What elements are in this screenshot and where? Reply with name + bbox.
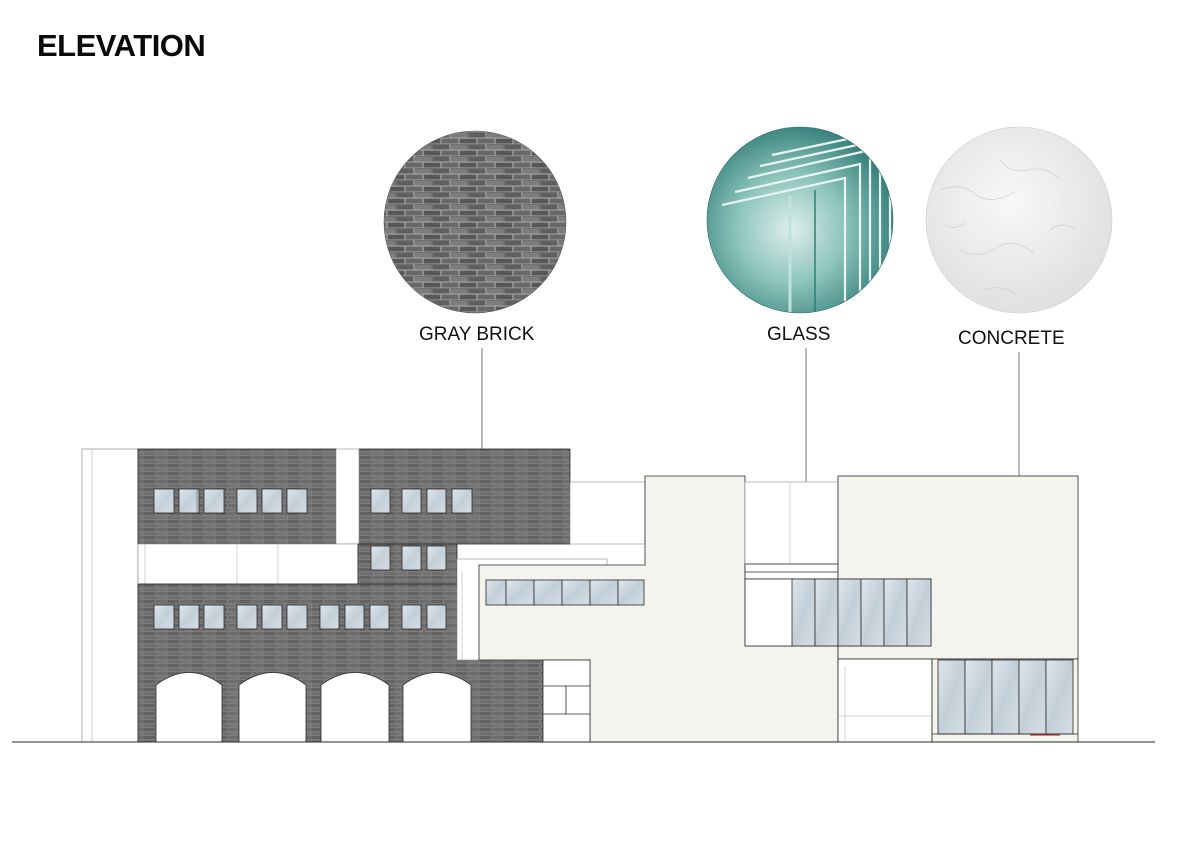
building-elevation	[81, 448, 1079, 743]
arch-2	[238, 672, 307, 743]
curtain-wall-mid	[791, 578, 932, 647]
material-label-glass: GLASS	[767, 324, 831, 345]
arch-1	[155, 672, 223, 743]
arch-3	[320, 672, 390, 743]
windows-core	[370, 545, 447, 571]
windows-row-1	[153, 488, 473, 514]
ribbon-window	[485, 579, 645, 606]
left-volume	[81, 448, 139, 743]
storefront-frame	[542, 659, 591, 743]
brick-swatch	[383, 130, 567, 314]
windows-row-2	[153, 604, 447, 630]
curtain-wall-lower	[937, 659, 1074, 735]
arch-4	[402, 672, 472, 743]
material-label-concrete: CONCRETE	[958, 328, 1065, 349]
arcades	[155, 672, 472, 743]
material-label-gray-brick: GRAY BRICK	[419, 324, 535, 345]
page-title: ELEVATION	[37, 28, 206, 63]
ground-opening	[837, 658, 933, 743]
glass-swatch	[706, 126, 894, 314]
concrete-swatch	[925, 126, 1113, 314]
recessed-band	[137, 543, 359, 585]
